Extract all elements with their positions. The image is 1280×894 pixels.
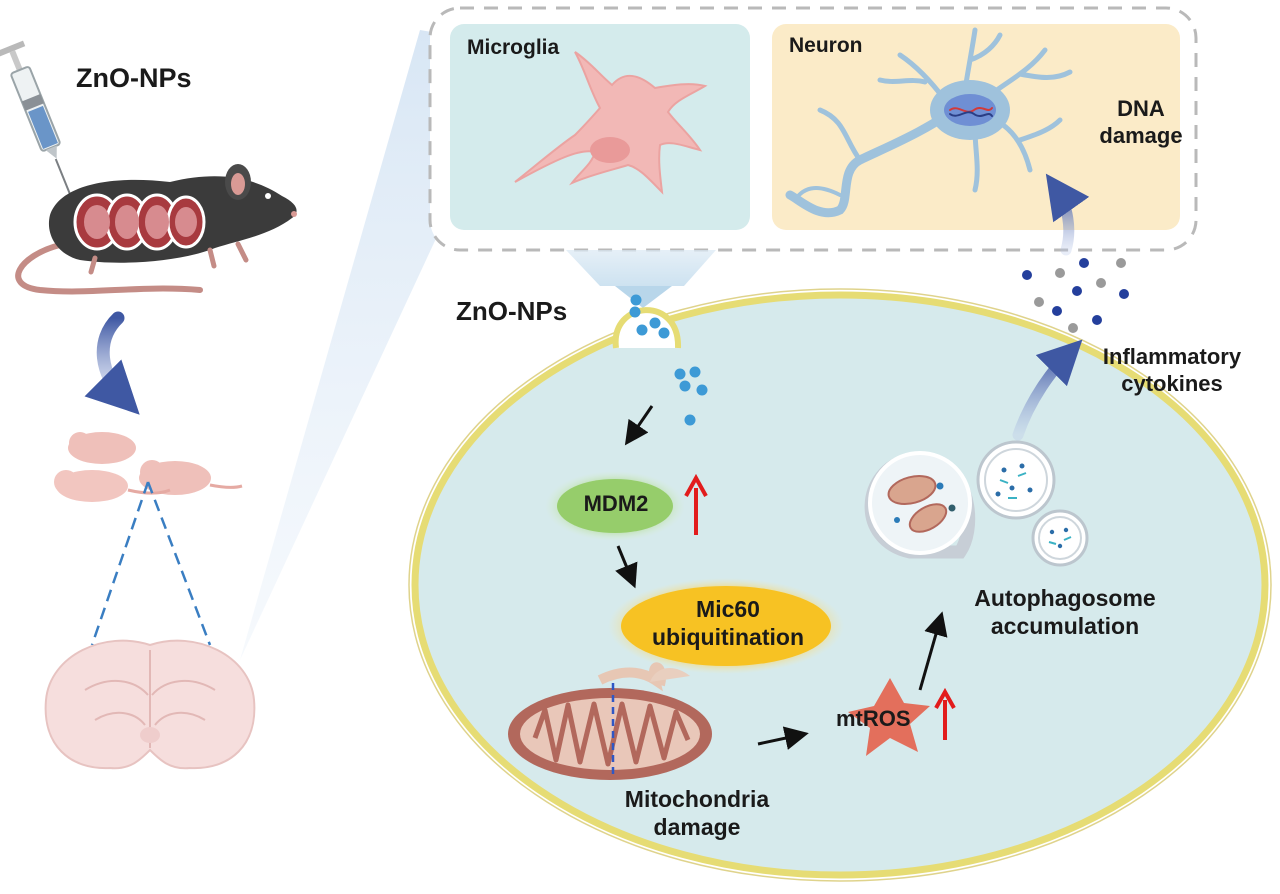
autophagosome-icon: [864, 451, 976, 559]
dna-damage-line2: damage: [1099, 122, 1183, 148]
pregnant-mouse-icon: [15, 164, 297, 295]
microglia-label: Microglia: [467, 36, 560, 59]
syringe-icon: [0, 40, 71, 195]
up-arrow-icon: [934, 687, 956, 740]
mtros-star: [848, 678, 930, 756]
mic60-ubiquitination-label: Mic60 ubiquitination: [613, 595, 843, 651]
autophagosome-line2: accumulation: [990, 613, 1140, 640]
mitochondria-damage-label: Mitochondria damage: [597, 785, 797, 841]
funnel-tip: [615, 286, 672, 308]
arrow-to-pups: [84, 311, 140, 415]
dna-damage-line1: DNA: [1117, 96, 1165, 121]
panel-funnel: [566, 250, 716, 286]
pups-icon: [54, 432, 243, 502]
autophagosome-icon: [1031, 509, 1089, 567]
neuron-label: Neuron: [789, 34, 863, 57]
autophagosome-accumulation-label: Autophagosome accumulation: [940, 584, 1190, 640]
arrow-cytokine-release: [1012, 339, 1083, 441]
arrow-to-mdm2: [624, 405, 654, 446]
arrow-to-mic60: [615, 545, 638, 589]
inflammatory-cytokines-label: Inflammatory cytokines: [1072, 344, 1272, 398]
arrow-to-autophagosome: [918, 611, 948, 691]
mitochondria-line1: Mitochondria: [624, 786, 770, 812]
zoom-line-right: [146, 481, 212, 646]
mtros-label: mtROS: [836, 706, 911, 731]
zno-nps-cell-label: ZnO-NPs: [456, 296, 568, 326]
zno-nps-injection-label: ZnO-NPs: [76, 63, 192, 93]
autophagosome-line1: Autophagosome: [974, 585, 1156, 611]
autophagosome-icon: [976, 440, 1056, 520]
nanoparticles-vesicle: [629, 294, 670, 339]
up-arrow-icon: [684, 473, 708, 535]
mic60-line1: Mic60: [696, 596, 760, 622]
arrow-to-neuron: [1045, 173, 1090, 256]
neuron-icon: [785, 27, 1073, 218]
mitochondrion-icon: [508, 662, 712, 780]
microglia-icon: [514, 51, 708, 195]
dna-damage-label: DNA damage: [1086, 96, 1196, 150]
arrow-to-mtros: [757, 726, 809, 750]
mic60-line2: ubiquitination: [651, 624, 804, 651]
brain-section-icon: [44, 639, 256, 770]
zoom-line-left: [90, 481, 150, 646]
inflammatory-line1: Inflammatory: [1102, 344, 1242, 369]
cytokine-particles: [1022, 258, 1129, 333]
inflammatory-line2: cytokines: [1121, 370, 1223, 396]
nanoparticles-cytoplasm: [674, 366, 708, 426]
mitochondria-line2: damage: [653, 814, 741, 841]
mdm2-label: MDM2: [583, 491, 649, 516]
